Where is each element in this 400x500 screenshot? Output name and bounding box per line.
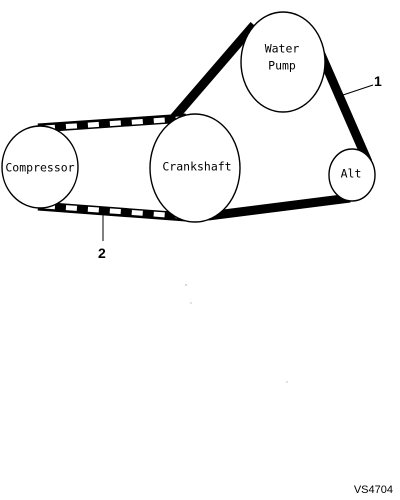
belt-2-bottom-stripes [43,203,181,219]
drive-belt-1 [168,22,373,221]
callout-2: 2 [98,212,106,261]
belt-1-segment-pump-to-alt [315,50,373,164]
water-pump-pulley: Water Pump [240,11,326,113]
belt-1-segment-alt-to-crank [207,193,351,221]
belt-2-top-stripes [43,116,181,131]
callout-1-leader [342,84,374,96]
alternator-pulley: Alt [328,148,376,202]
reference-code: VS4704 [354,484,393,496]
crankshaft-pulley: Crankshaft [149,113,241,223]
water-pump-label-line1: Water [265,42,300,56]
callout-2-number: 2 [98,245,106,261]
crankshaft-label: Crankshaft [162,160,231,174]
water-pump-label-line2: Pump [268,59,296,73]
drive-belt-2 [37,113,187,222]
compressor-label: Compressor [5,161,74,175]
callout-1: 1 [342,73,382,96]
alternator-label: Alt [341,167,362,181]
compressor-pulley: Compressor [1,125,79,209]
belt-1-segment-crank-to-pump [168,22,258,123]
scan-specks [185,284,288,383]
callout-1-number: 1 [374,73,382,89]
